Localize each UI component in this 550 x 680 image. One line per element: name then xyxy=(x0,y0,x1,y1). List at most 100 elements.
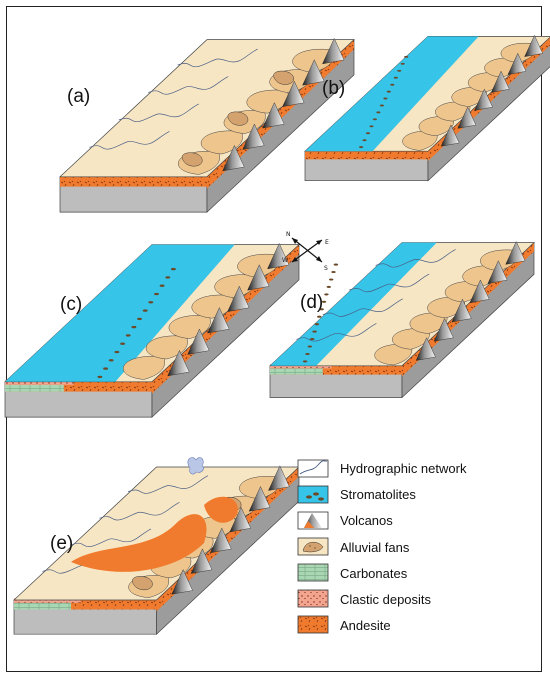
volcano-mark xyxy=(302,59,325,86)
stromatolite-mark xyxy=(376,111,381,114)
stromatolite-mark xyxy=(114,350,120,354)
river-line xyxy=(148,76,229,95)
volcano-mark xyxy=(505,241,526,265)
volcano-mark xyxy=(490,70,510,93)
volcano-mark xyxy=(222,144,245,172)
alluvial-fan-mark xyxy=(418,116,454,137)
river-line xyxy=(127,475,209,494)
volcano-mark xyxy=(524,34,543,57)
stromatolite-mark xyxy=(312,330,317,333)
legend-label-volcanos: Volcanos xyxy=(340,513,393,528)
stromatolite-mark xyxy=(379,104,384,107)
compass-s: S xyxy=(324,265,328,272)
alluvial-fan-mark xyxy=(201,130,243,155)
stromatolite-mark xyxy=(333,263,339,266)
volcano-mark xyxy=(322,37,345,65)
volcano-mark xyxy=(190,548,213,574)
stromatolite-mark xyxy=(331,270,336,274)
alluvial-fan-dark xyxy=(227,111,249,126)
volcano-mark xyxy=(282,80,305,107)
river-line xyxy=(322,298,403,317)
river-line xyxy=(349,273,430,293)
stromatolite-mark xyxy=(319,308,324,311)
river-line xyxy=(99,501,180,521)
andesite-icon xyxy=(297,615,329,634)
volcano-mark xyxy=(433,317,454,342)
alluvial-fan-dark xyxy=(181,152,203,167)
volcano-mark xyxy=(267,242,290,270)
volcano-mark xyxy=(242,123,265,150)
volcano-mark xyxy=(268,465,290,491)
stromatolite-mark xyxy=(142,309,148,312)
volcano-mark xyxy=(248,486,271,512)
legend-label-alluvial: Alluvial fans xyxy=(340,540,410,555)
stromatolite-mark xyxy=(329,278,334,281)
panel-label-c: (c) xyxy=(60,294,82,315)
stromatolite-mark xyxy=(359,146,364,149)
volcano-mark xyxy=(229,506,251,533)
stromatolite-mark xyxy=(307,345,312,348)
volcano-mark xyxy=(171,569,193,595)
legend-label-carbonates: Carbonates xyxy=(340,566,408,581)
panel-label-a: (a) xyxy=(67,86,90,107)
sea-area xyxy=(5,244,235,382)
alluvial-fan-mark xyxy=(146,335,188,360)
stromatolite-mark xyxy=(310,338,315,341)
stromatolite-icon xyxy=(297,485,329,504)
stromatolite-mark xyxy=(324,293,329,296)
stromatolite-mark xyxy=(305,352,310,356)
front-carbonate xyxy=(270,368,323,375)
volcano-mark xyxy=(415,337,436,361)
volcano-mark xyxy=(167,349,190,377)
volcano-mark xyxy=(457,106,477,129)
stromatolite-mark xyxy=(326,285,331,288)
river-icon xyxy=(297,459,329,478)
eruption-plume-icon xyxy=(187,457,204,475)
volcano-mark xyxy=(440,124,460,147)
volcano-mark xyxy=(507,52,527,75)
legend-label-clastic: Clastic deposits xyxy=(340,592,432,607)
stromatolite-mark xyxy=(397,69,402,72)
volcano-mark xyxy=(262,102,285,129)
front-carbonate xyxy=(14,602,71,610)
river-line xyxy=(118,103,199,122)
panel-c-diagram xyxy=(4,242,300,418)
stromatolite-mark xyxy=(170,267,176,271)
stromatolite-mark xyxy=(97,375,103,379)
sea-area xyxy=(270,242,437,366)
stromatolite-mark xyxy=(369,125,374,128)
panel-label-d: (d) xyxy=(300,292,323,313)
front-carbonate xyxy=(5,384,64,392)
front-andesite xyxy=(305,151,428,160)
stromatolite-mark xyxy=(317,315,322,318)
stromatolite-mark xyxy=(165,276,171,279)
volcano-mark xyxy=(487,260,508,284)
stromatolite-mark xyxy=(159,284,165,287)
stromatolite-mark xyxy=(120,342,126,345)
volcano-mark xyxy=(187,328,210,355)
stromatolite-mark xyxy=(103,367,109,370)
stromatolite-mark xyxy=(302,360,308,363)
volcano-mark xyxy=(247,264,270,291)
andesite-flow xyxy=(71,514,207,572)
volcano-mark xyxy=(227,285,250,312)
alluvial-fan-mark xyxy=(123,355,165,380)
stromatolite-mark xyxy=(393,76,398,79)
andesite-flow xyxy=(204,496,238,523)
alluvial-fan-mark xyxy=(374,343,413,366)
stromatolite-mark xyxy=(372,118,377,121)
stromatolite-mark xyxy=(314,323,320,326)
compass-n: N xyxy=(286,231,291,238)
stromatolite-mark xyxy=(383,97,388,100)
panel-b-diagram xyxy=(304,34,550,182)
stromatolite-mark xyxy=(390,83,395,86)
volcano-icon xyxy=(297,511,329,530)
alluvial-fan-mark xyxy=(392,328,430,350)
stromatolite-mark xyxy=(321,300,327,303)
stromatolite-mark xyxy=(386,90,391,93)
alluvial-fan-mark xyxy=(402,130,438,151)
compass-rose-icon: N E S W xyxy=(282,231,329,272)
river-line xyxy=(89,131,170,150)
alluvial-fan-dark xyxy=(132,576,153,591)
volcano-mark xyxy=(474,88,493,111)
